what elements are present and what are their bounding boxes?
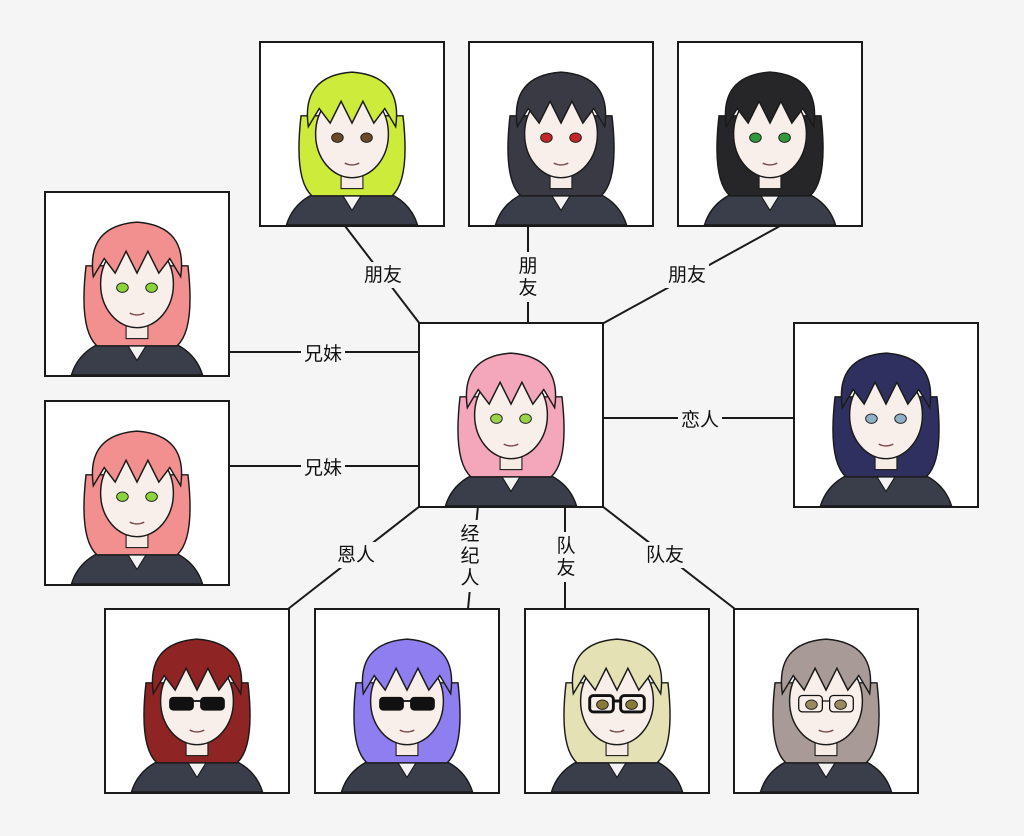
character-drawing <box>70 221 204 375</box>
label-teammate-1: 队友 <box>553 532 579 582</box>
character-drawing <box>819 352 953 506</box>
portrait-teammate-2 <box>733 608 919 794</box>
label-friend-1: 朋友 <box>361 262 406 288</box>
portrait-benefactor <box>104 608 290 794</box>
portrait-sibling-1 <box>44 191 230 377</box>
mouth-shape <box>503 443 519 447</box>
mouth-shape <box>878 443 894 447</box>
bangs-shape <box>515 71 607 129</box>
portrait-friend-3 <box>677 41 863 227</box>
right-eye <box>145 491 158 502</box>
left-lens <box>379 696 404 711</box>
bangs-shape <box>840 352 932 410</box>
right-eye <box>834 699 847 710</box>
portrait-sibling-2 <box>44 400 230 586</box>
right-eye <box>145 282 158 293</box>
left-lens <box>588 694 615 714</box>
label-sibling-1: 兄妹 <box>301 341 346 367</box>
character-drawing <box>759 638 893 792</box>
portrait-friend-1 <box>259 41 445 227</box>
bangs-shape <box>780 638 872 696</box>
character-drawing <box>703 71 837 225</box>
portrait-manager <box>314 608 500 794</box>
right-eye <box>519 413 532 424</box>
left-eye <box>865 413 878 424</box>
mouth-shape <box>344 162 360 166</box>
right-eye <box>569 132 582 143</box>
mouth-shape <box>189 729 205 733</box>
left-eye <box>540 132 553 143</box>
character-drawing <box>494 71 628 225</box>
right-lens <box>619 694 646 714</box>
label-friend-2: 朋友 <box>515 252 541 302</box>
character-drawing <box>444 352 578 506</box>
right-eye <box>625 699 638 710</box>
mouth-shape <box>129 521 145 525</box>
right-eye <box>360 132 373 143</box>
bangs-shape <box>306 71 398 129</box>
character-drawing <box>130 638 264 792</box>
left-eye <box>116 282 129 293</box>
bangs-shape <box>151 638 243 696</box>
portrait-lover <box>793 322 979 508</box>
bangs-shape <box>465 352 557 410</box>
left-lens <box>169 696 194 711</box>
character-drawing <box>340 638 474 792</box>
portrait-center <box>418 322 604 508</box>
label-benefactor: 恩人 <box>334 542 379 568</box>
left-eye <box>805 699 818 710</box>
right-eye <box>778 132 791 143</box>
right-lens <box>200 696 225 711</box>
portrait-teammate-1 <box>524 608 710 794</box>
bangs-shape <box>724 71 816 129</box>
left-eye <box>116 491 129 502</box>
bangs-shape <box>91 430 183 488</box>
mouth-shape <box>609 729 625 733</box>
label-lover: 恋人 <box>678 407 723 433</box>
bangs-shape <box>91 221 183 279</box>
left-lens <box>798 694 823 713</box>
label-sibling-2: 兄妹 <box>301 455 346 481</box>
mouth-shape <box>399 729 415 733</box>
left-eye <box>490 413 503 424</box>
right-lens <box>829 694 854 713</box>
character-drawing <box>550 638 684 792</box>
bangs-shape <box>361 638 453 696</box>
bangs-shape <box>571 638 663 696</box>
right-eye <box>894 413 907 424</box>
label-manager: 经纪人 <box>457 520 483 592</box>
mouth-shape <box>818 729 834 733</box>
portrait-friend-2 <box>468 41 654 227</box>
character-drawing <box>285 71 419 225</box>
mouth-shape <box>762 162 778 166</box>
character-drawing <box>70 430 204 584</box>
mouth-shape <box>129 312 145 316</box>
label-friend-3: 朋友 <box>665 262 710 288</box>
left-eye <box>596 699 609 710</box>
label-teammate-2: 队友 <box>643 542 688 568</box>
right-lens <box>410 696 435 711</box>
left-eye <box>331 132 344 143</box>
mouth-shape <box>553 162 569 166</box>
left-eye <box>749 132 762 143</box>
